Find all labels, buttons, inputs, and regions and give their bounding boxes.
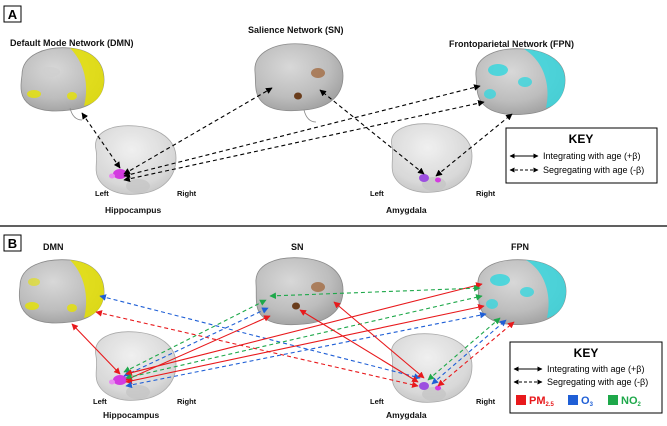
fpn-title: Frontoparietal Network (FPN): [449, 39, 574, 49]
hippocampus-right-label-b: Right: [177, 397, 197, 406]
dmn-title-b: DMN: [43, 242, 64, 252]
pm-sn-amyg-arrow-2: [333, 301, 425, 379]
amygdala-label-b: Amygdala: [386, 410, 427, 420]
sn-brain-b: [255, 257, 344, 326]
hippocampus-label: Hippocampus: [105, 205, 161, 215]
hippocampus-left-label: Left: [95, 189, 109, 198]
hippocampus-label-b: Hippocampus: [103, 410, 159, 420]
no2-sn-fpn-arrow: [269, 284, 481, 300]
amygdala-right-label-b: Right: [476, 397, 496, 406]
hippocampus-right-label: Right: [177, 189, 197, 198]
panel-b-letter: B: [8, 236, 17, 251]
panel-b-letter-box: [3, 234, 22, 252]
dmn-title: Default Mode Network (DMN): [10, 38, 134, 48]
o3-legend-label: O3: [581, 395, 594, 408]
o3-swatch: [568, 395, 578, 405]
sn-title-b: SN: [291, 242, 304, 252]
key-b-box: [509, 341, 663, 414]
panel-a-connections: [81, 84, 513, 182]
key-a-integrating: Integrating with age (+β): [543, 151, 640, 161]
key-b-title: KEY: [574, 346, 599, 360]
fpn-brain-b: [477, 259, 567, 325]
fpn-brain: [475, 48, 566, 115]
panel-b-connections: [71, 282, 515, 389]
amygdala-brain-a: Left Right Amygdala: [370, 123, 496, 215]
key-a-segregating: Segregating with age (-β): [543, 165, 644, 175]
amygdala-left-label: Left: [370, 189, 384, 198]
hippocampus-left-label-b: Left: [93, 397, 107, 406]
panel-a-letter-box: [3, 5, 22, 23]
key-a: KEY Integrating with age (+β) Segregatin…: [505, 127, 658, 184]
no2-legend-label: NO2: [621, 395, 642, 408]
fpn-title-b: FPN: [511, 242, 529, 252]
hippo-fpn-arrow-2: [123, 100, 485, 182]
amygdala-left-label-b: Left: [370, 397, 384, 406]
sn-title: Salience Network (SN): [248, 25, 344, 35]
panel-b: B DMN SN FPN: [3, 234, 663, 420]
sn-brain: [254, 43, 344, 123]
amygdala-right-label: Right: [476, 189, 496, 198]
key-b: KEY Integrating with age (+β) Segregatin…: [509, 341, 663, 414]
pm-amyg-fpn-arrow: [437, 321, 515, 387]
panel-a-letter: A: [8, 7, 18, 22]
pm25-legend-label: PM2.5: [529, 395, 555, 408]
dmn-brain: [20, 47, 105, 121]
amygdala-brain-b: Left Right Amygdala: [370, 333, 496, 420]
panel-a: A Default Mode Network (DMN) Salience Ne…: [3, 5, 658, 215]
hippocampus-brain-b: Left Right Hippocampus: [93, 331, 197, 420]
amygdala-label: Amygdala: [386, 205, 427, 215]
key-b-integrating: Integrating with age (+β): [547, 364, 644, 374]
dmn-brain-b: [18, 259, 105, 324]
amyg-fpn-arrow: [435, 113, 513, 177]
key-b-segregating: Segregating with age (-β): [547, 377, 648, 387]
pm25-swatch: [516, 395, 526, 405]
amyg-sn-arrow: [319, 89, 425, 175]
no2-swatch: [608, 395, 618, 405]
key-a-title: KEY: [569, 132, 594, 146]
